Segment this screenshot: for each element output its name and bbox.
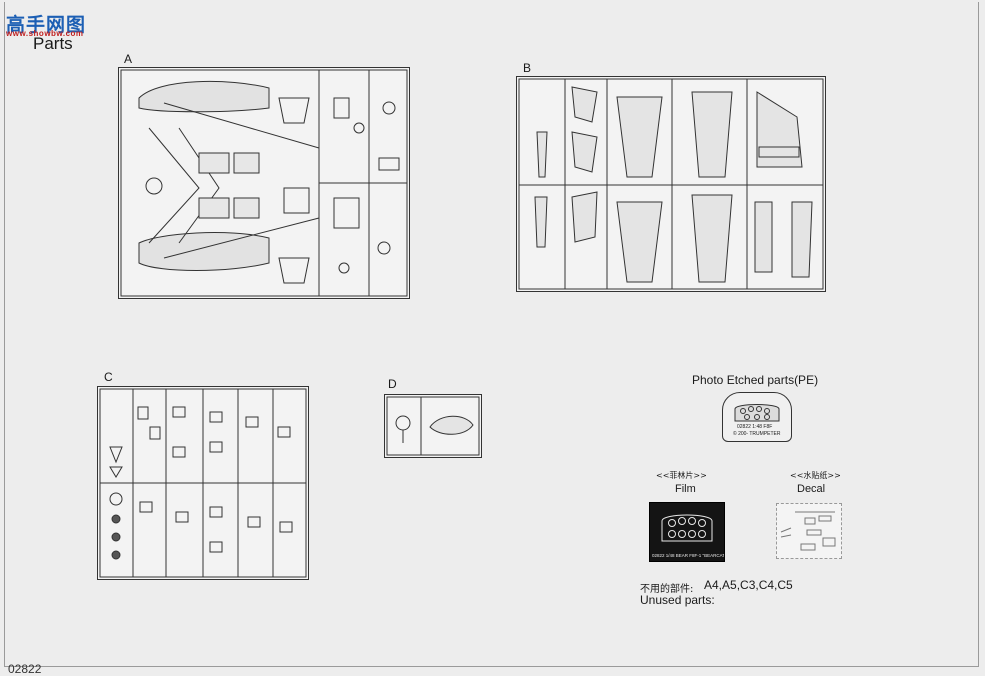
sprue-d-drawing [384,394,482,458]
sprue-c-letter: C [104,370,113,384]
page-title: Parts [33,34,73,53]
decal-label: Decal [797,483,826,495]
decal-sheet [776,503,842,559]
unused-parts-list: A4,A5,C3,C4,C5 [704,578,793,592]
pe-fret: 02822 1:48 F8F © 200- TRUMPETER [722,392,792,442]
sprue-a-letter: A [124,52,133,66]
sprue-a-drawing [118,67,410,299]
pe-title: Photo Etched parts(PE) [692,373,819,387]
pe-fret-code: 02822 1:48 F8F [737,424,773,430]
sprue-d-letter: D [388,377,397,391]
film-label: Film [675,483,696,495]
page-border [4,2,979,667]
watermark-logo: 高手网图 [6,14,87,36]
film-strip-text: 02822 1/48 BEAR F8F-1 "BEARCAT" [652,553,724,558]
pe-fret-copyright: © 200- TRUMPETER [733,431,781,437]
sprue-b-letter: B [523,61,532,75]
unused-parts-label: Unused parts: [640,593,715,607]
sprue-c-drawing [97,386,309,580]
watermark-url: www.showbw.com [6,29,84,38]
unused-parts-label-cn: 不用的部件: [640,584,694,595]
film-label-cn: <<菲林片>> [656,471,707,480]
film-sheet: 02822 1/48 BEAR F8F-1 "BEARCAT" [649,502,725,562]
page-number: 02822 [8,662,42,676]
sprue-b-drawing [516,76,826,292]
decal-label-cn: <<水贴纸>> [790,471,841,480]
